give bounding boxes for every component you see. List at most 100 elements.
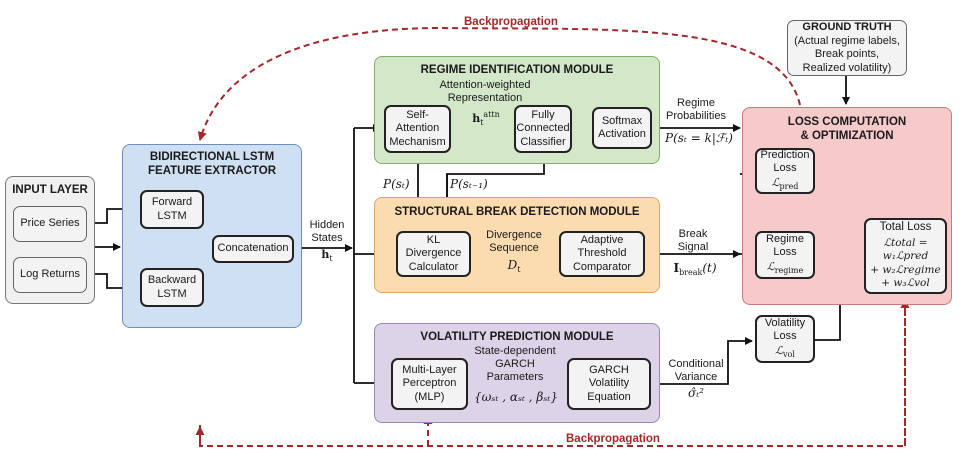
div-symbol: Dt	[479, 259, 549, 276]
garch-line2: Volatility	[588, 377, 630, 390]
self-attention-line3: Mechanism	[389, 135, 446, 148]
total-loss-line3: + w₃ℒvol	[881, 277, 930, 290]
mlp-line3: (MLP)	[414, 390, 445, 403]
backpropagation-bottom-label: Backpropagation	[566, 433, 660, 445]
total-loss-box[interactable]: Total Loss ℒtotal = w₁ℒpred + w₂ℒregime …	[864, 218, 947, 294]
conditional-variance-label: Conditional Variance σ̂ₜ²	[664, 358, 728, 400]
kl-line2: Divergence	[405, 247, 462, 260]
break-indicator-math: Ibreak(t)	[665, 262, 725, 279]
total-loss-line2: + w₂ℒregime	[870, 263, 941, 276]
h-symbol: h	[321, 248, 330, 261]
regime-loss-symbol: ℒregime	[766, 259, 804, 275]
div-seq-line2: Sequence	[489, 242, 539, 254]
cond-var-math: σ̂ₜ²	[688, 386, 704, 400]
self-attention-line1: Self-	[406, 108, 429, 121]
regime-module-title: REGIME IDENTIFICATION MODULE	[420, 64, 614, 76]
pred-loss-line1: Prediction	[760, 148, 810, 161]
forward-lstm-line2: LSTM	[157, 209, 187, 222]
cond-var-line1: Conditional	[668, 358, 724, 370]
param-line3: Parameters	[486, 371, 544, 383]
threshold-line1: Adaptive	[580, 233, 624, 246]
h-sub: t	[329, 254, 333, 263]
self-attention-line2: Attention	[395, 122, 440, 135]
param-line2: GARCH	[495, 358, 535, 370]
param-line1: State-dependent	[474, 345, 556, 357]
price-series-label: Price Series	[20, 217, 80, 230]
hidden-states-line1: Hidden	[309, 219, 345, 231]
pred-loss-line2: Loss	[773, 162, 797, 175]
softmax-line2: Activation	[598, 128, 646, 140]
lstm-title-line2: FEATURE EXTRACTOR	[148, 165, 276, 177]
garch-line3: Equation	[587, 390, 631, 403]
ground-truth-line1: (Actual regime labels,	[794, 34, 900, 47]
kl-line3: Calculator	[408, 260, 459, 273]
vol-loss-sub: vol	[783, 349, 795, 359]
break-signal-line2: Signal	[677, 241, 709, 253]
price-series-box[interactable]: Price Series	[13, 206, 87, 242]
mlp-line1: Multi-Layer	[402, 363, 457, 376]
hidden-states-label: Hidden States ht	[305, 219, 349, 265]
indicator-arg: (t)	[702, 261, 717, 275]
backprop-top-curve	[197, 26, 801, 141]
hidden-states-symbol: ht	[305, 248, 349, 265]
loss-title-line2: & OPTIMIZATION	[800, 130, 894, 142]
classifier-line3: Classifier	[520, 135, 566, 148]
div-seq-line1: Divergence	[486, 229, 542, 241]
d-sub: t	[517, 265, 521, 274]
log-returns-label: Log Returns	[20, 268, 80, 281]
p-st-minus-1-label: P(sₜ₋₁)	[450, 177, 488, 191]
log-returns-box[interactable]: Log Returns	[13, 257, 87, 293]
attention-symbol: htattn	[468, 108, 504, 129]
total-loss-title: Total Loss	[879, 221, 932, 234]
concatenation-box[interactable]: Concatenation	[212, 235, 294, 263]
d-symbol: D	[507, 258, 518, 272]
vol-loss-line2: Loss	[773, 330, 797, 343]
backward-lstm-line2: LSTM	[157, 287, 187, 300]
classifier-line1: Fully	[531, 108, 555, 121]
ground-truth-line3: Realized volatility)	[802, 61, 892, 74]
wire-garch-to-loss	[651, 337, 753, 385]
threshold-line2: Threshold	[577, 247, 627, 260]
mlp-line2: Perceptron	[402, 377, 457, 390]
classifier-line2: Connected	[516, 122, 570, 135]
pred-loss-sub: pred	[779, 181, 799, 191]
indicator-symbol: I	[673, 261, 680, 275]
threshold-line3: Comparator	[572, 260, 632, 273]
regime-prob-line2: Probabilities	[666, 110, 726, 122]
indicator-sub: break	[679, 268, 703, 277]
ground-truth-line2: Break points,	[814, 48, 880, 60]
attention-weighted-label: Attention-weighted Representation	[430, 79, 540, 105]
backpropagation-top-label: Backpropagation	[464, 16, 558, 28]
ground-truth-box[interactable]: GROUND TRUTH (Actual regime labels, Brea…	[787, 20, 907, 76]
cond-var-line2: Variance	[674, 371, 718, 383]
lstm-title-line1: BIDIRECTIONAL LSTM	[149, 151, 275, 163]
pred-loss-symbol: ℒpred	[771, 175, 799, 191]
garch-parameters-math: {ωₛₜ , αₛₜ , βₛₜ}	[474, 390, 558, 404]
garch-line1: GARCH	[589, 363, 629, 376]
softmax-line1: Softmax	[601, 114, 643, 127]
ground-truth-title: GROUND TRUTH	[802, 21, 892, 33]
forward-lstm-line1: Forward	[151, 196, 193, 208]
h-attn-sup: attn	[483, 110, 500, 119]
kl-line1: KL	[426, 233, 441, 246]
hidden-states-line2: States	[311, 232, 343, 244]
vol-module-title: VOLATILITY PREDICTION MODULE	[420, 331, 614, 343]
break-signal-label: Break Signal	[668, 228, 718, 254]
regime-loss-line2: Loss	[773, 246, 797, 259]
h-attn-symbol: h	[472, 112, 481, 125]
divergence-sequence-label: Divergence Sequence Dt	[479, 229, 549, 276]
loss-title-line1: LOSS COMPUTATION	[787, 116, 907, 128]
input-layer-title: INPUT LAYER	[12, 184, 88, 196]
